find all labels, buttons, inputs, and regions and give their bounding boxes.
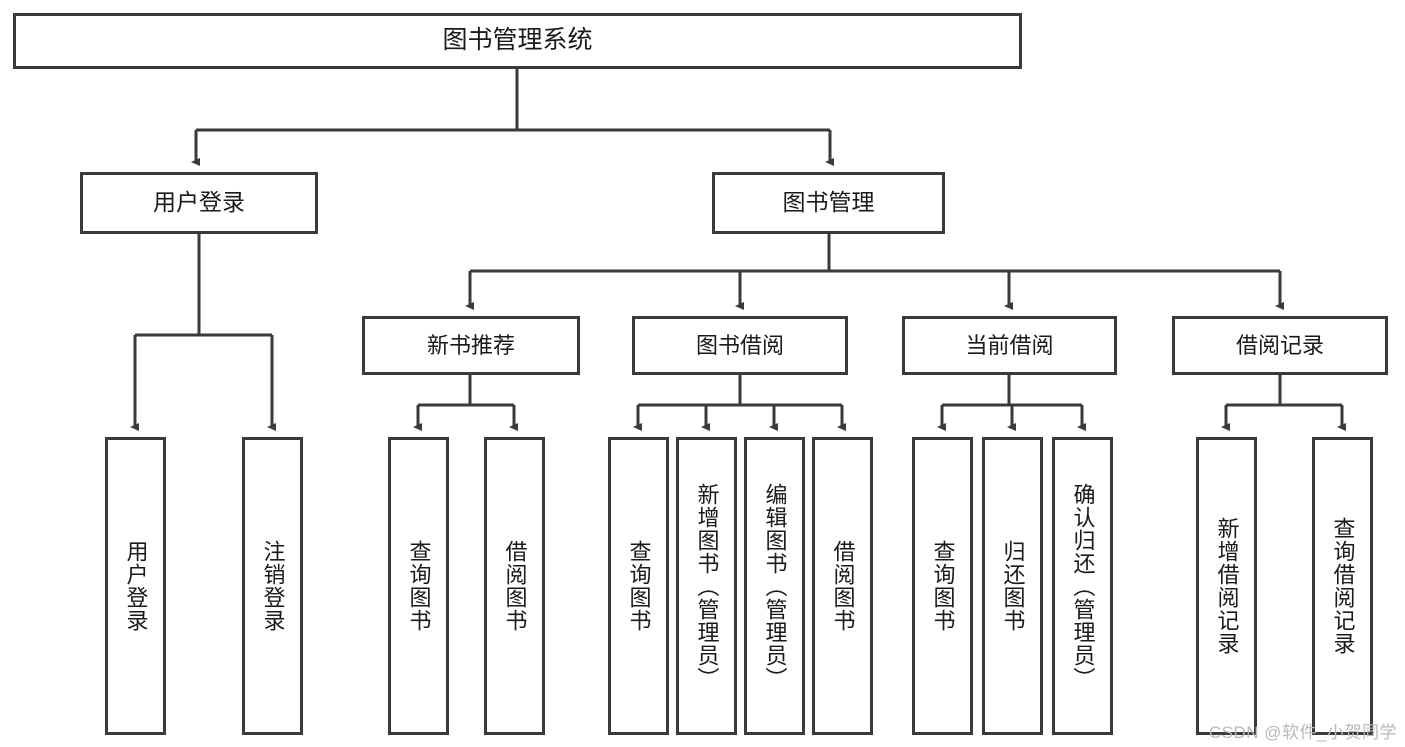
node-leaf-edit-book-label: 编辑图书（管理员） bbox=[762, 482, 788, 690]
node-leaf-query-record-label: 查询借阅记录 bbox=[1330, 517, 1356, 655]
node-leaf-add-book[interactable]: 新增图书（管理员） bbox=[676, 437, 737, 735]
node-current-borrow[interactable]: 当前借阅 bbox=[902, 316, 1117, 375]
node-leaf-query-book-1[interactable]: 查询图书 bbox=[388, 437, 449, 735]
node-current-borrow-label: 当前借阅 bbox=[965, 332, 1054, 358]
node-leaf-query-book-1-label: 查询图书 bbox=[406, 540, 432, 632]
node-leaf-user-logout-label: 注销登录 bbox=[260, 540, 286, 632]
node-root-label: 图书管理系统 bbox=[442, 26, 593, 55]
node-leaf-user-logout[interactable]: 注销登录 bbox=[242, 437, 303, 735]
node-book-borrow[interactable]: 图书借阅 bbox=[632, 316, 848, 375]
node-leaf-user-login-label: 用户登录 bbox=[123, 540, 149, 632]
node-borrow-record-label: 借阅记录 bbox=[1235, 332, 1324, 358]
node-leaf-borrow-book-2-label: 借阅图书 bbox=[830, 540, 856, 632]
node-leaf-query-book-2-label: 查询图书 bbox=[626, 540, 652, 632]
node-user-login[interactable]: 用户登录 bbox=[80, 172, 318, 234]
node-leaf-add-record-label: 新增借阅记录 bbox=[1214, 517, 1240, 655]
node-book-manage[interactable]: 图书管理 bbox=[712, 172, 945, 234]
node-leaf-query-book-3[interactable]: 查询图书 bbox=[912, 437, 973, 735]
node-leaf-edit-book[interactable]: 编辑图书（管理员） bbox=[744, 437, 805, 735]
node-leaf-confirm-return-label: 确认归还（管理员） bbox=[1070, 482, 1096, 690]
node-leaf-add-record[interactable]: 新增借阅记录 bbox=[1196, 437, 1257, 735]
node-borrow-record[interactable]: 借阅记录 bbox=[1172, 316, 1388, 375]
node-user-login-label: 用户登录 bbox=[153, 189, 245, 216]
node-book-manage-label: 图书管理 bbox=[782, 189, 875, 216]
node-new-book-recommend-label: 新书推荐 bbox=[426, 332, 515, 358]
node-root[interactable]: 图书管理系统 bbox=[13, 13, 1022, 69]
node-leaf-borrow-book-1[interactable]: 借阅图书 bbox=[484, 437, 545, 735]
node-new-book-recommend[interactable]: 新书推荐 bbox=[362, 316, 580, 375]
node-leaf-return-book-label: 归还图书 bbox=[1000, 540, 1026, 632]
node-leaf-query-book-3-label: 查询图书 bbox=[930, 540, 956, 632]
node-leaf-return-book[interactable]: 归还图书 bbox=[982, 437, 1043, 735]
node-leaf-query-book-2[interactable]: 查询图书 bbox=[608, 437, 669, 735]
node-leaf-add-book-label: 新增图书（管理员） bbox=[694, 482, 720, 690]
node-leaf-query-record[interactable]: 查询借阅记录 bbox=[1312, 437, 1373, 735]
node-leaf-user-login[interactable]: 用户登录 bbox=[105, 437, 166, 735]
node-leaf-confirm-return[interactable]: 确认归还（管理员） bbox=[1052, 437, 1113, 735]
watermark: CSDN @软件_小贺同学 bbox=[1208, 723, 1397, 742]
node-leaf-borrow-book-2[interactable]: 借阅图书 bbox=[812, 437, 873, 735]
node-leaf-borrow-book-1-label: 借阅图书 bbox=[502, 540, 528, 632]
node-book-borrow-label: 图书借阅 bbox=[695, 332, 784, 358]
